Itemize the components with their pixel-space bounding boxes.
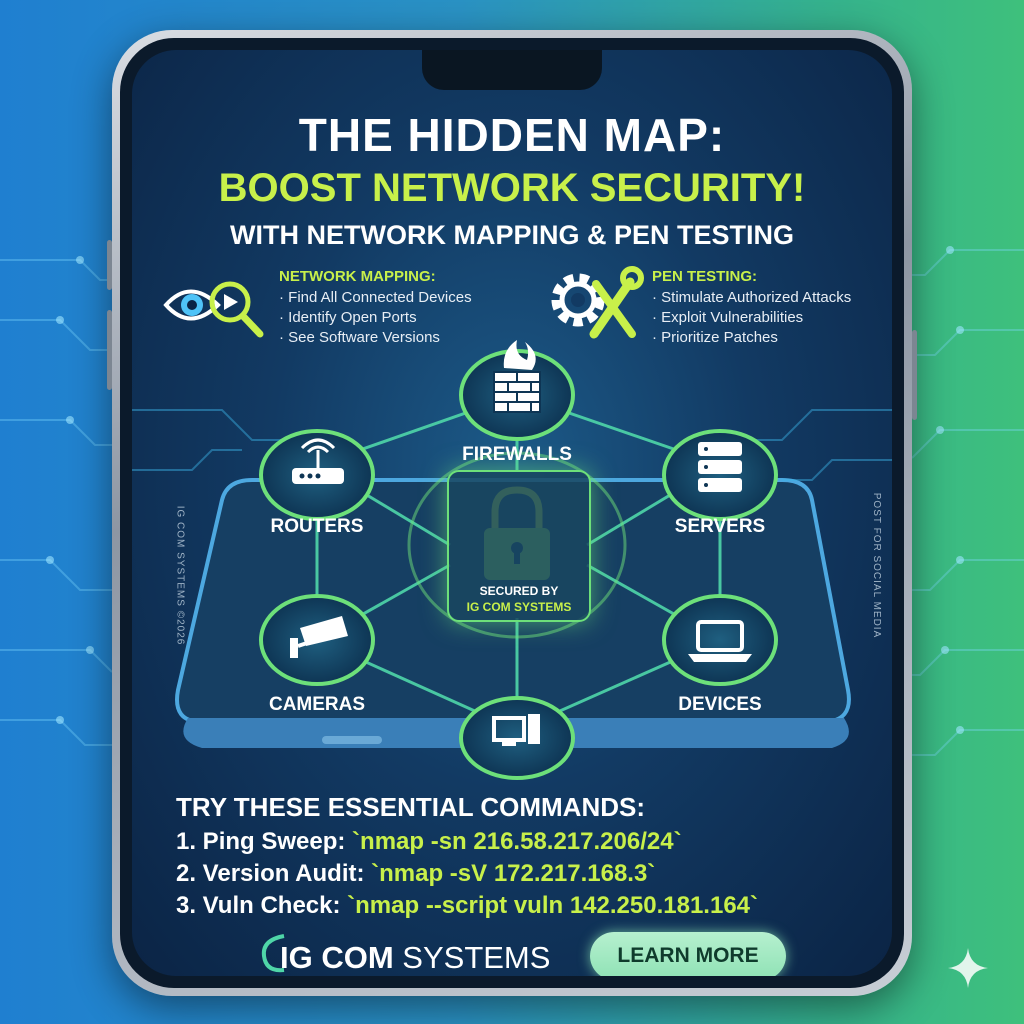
network-mapping-item: · See Software Versions bbox=[279, 329, 440, 346]
brand-systems: SYSTEMS bbox=[393, 940, 551, 975]
phone-screen: THE HIDDEN MAP: BOOST NETWORK SECURITY! … bbox=[132, 50, 892, 976]
command-code: `nmap --script vuln 142.250.181.164` bbox=[347, 892, 759, 919]
router-icon bbox=[292, 438, 344, 484]
pen-testing-item: · Exploit Vulnerabilities bbox=[652, 309, 804, 326]
brand-logo: IG COM SYSTEMS bbox=[280, 940, 550, 976]
pen-testing-item: · Stimulate Authorized Attacks bbox=[652, 289, 852, 306]
side-caption-left: IG COM SYSTEMS ©2026 bbox=[174, 505, 186, 646]
phone-frame: THE HIDDEN MAP: BOOST NETWORK SECURITY! … bbox=[107, 30, 917, 996]
eye-magnifier-icon bbox=[163, 281, 264, 338]
server-icon bbox=[698, 442, 742, 492]
command-label: 1. Ping Sweep: bbox=[176, 828, 353, 855]
phone-bezel: THE HIDDEN MAP: BOOST NETWORK SECURITY! … bbox=[120, 38, 904, 988]
secured-badge-line2: IG COM SYSTEMS bbox=[466, 600, 572, 614]
subheadline: WITH NETWORK MAPPING & PEN TESTING bbox=[230, 220, 794, 250]
secured-badge-line1: SECURED BY bbox=[479, 584, 559, 598]
command-label: 3. Vuln Check: bbox=[176, 892, 348, 919]
secured-badge: SECURED BY IG COM SYSTEMS bbox=[447, 470, 591, 622]
desktop-icon bbox=[492, 714, 540, 746]
phone-notch bbox=[422, 50, 602, 90]
headline: THE HIDDEN MAP: bbox=[298, 109, 726, 161]
label-routers: ROUTERS bbox=[270, 516, 364, 537]
command-line: 3. Vuln Check: `nmap --script vuln 142.2… bbox=[176, 892, 758, 920]
gear-wrench-icon bbox=[551, 266, 644, 339]
commands-heading: TRY THESE ESSENTIAL COMMANDS: bbox=[176, 792, 646, 822]
network-mapping-item: · Identify Open Ports bbox=[279, 309, 417, 326]
node-devices bbox=[662, 594, 778, 686]
command-line: 1. Ping Sweep: `nmap -sn 216.58.217.206/… bbox=[176, 828, 682, 856]
learn-more-button[interactable]: LEARN MORE bbox=[590, 932, 786, 976]
pen-testing-item: · Prioritize Patches bbox=[652, 329, 778, 346]
label-cameras: CAMERAS bbox=[268, 694, 366, 715]
pen-testing-title: PEN TESTING: bbox=[652, 268, 758, 285]
command-label: 2. Version Audit: bbox=[176, 860, 372, 887]
command-line: 2. Version Audit: `nmap -sV 172.217.168.… bbox=[176, 860, 655, 888]
laptop-icon bbox=[688, 620, 752, 662]
phone-side-button-right bbox=[912, 330, 917, 420]
network-mapping-title: NETWORK MAPPING: bbox=[279, 268, 436, 285]
label-servers: SERVERS bbox=[674, 516, 766, 537]
brand-logo-swoosh-icon bbox=[261, 934, 285, 973]
side-caption-right: POST FOR SOCIAL MEDIA bbox=[871, 492, 883, 639]
camera-icon bbox=[290, 616, 348, 658]
brand-ig: IG bbox=[280, 940, 313, 975]
phone-side-button-left bbox=[107, 240, 112, 290]
node-servers bbox=[662, 429, 778, 521]
firewall-icon bbox=[493, 340, 541, 413]
command-code: `nmap -sn 216.58.217.206/24` bbox=[352, 828, 682, 855]
label-devices: DEVICES bbox=[678, 694, 762, 715]
command-code: `nmap -sV 172.217.168.3` bbox=[371, 860, 656, 887]
network-mapping-item: · Find All Connected Devices bbox=[279, 289, 472, 306]
tablet-home-button bbox=[322, 736, 382, 744]
sparkle-icon bbox=[948, 948, 988, 988]
label-firewalls: FIREWALLS bbox=[462, 444, 572, 465]
brand-com: COM bbox=[312, 940, 394, 975]
headline-accent: BOOST NETWORK SECURITY! bbox=[218, 166, 806, 210]
phone-side-button-left-2 bbox=[107, 310, 112, 390]
